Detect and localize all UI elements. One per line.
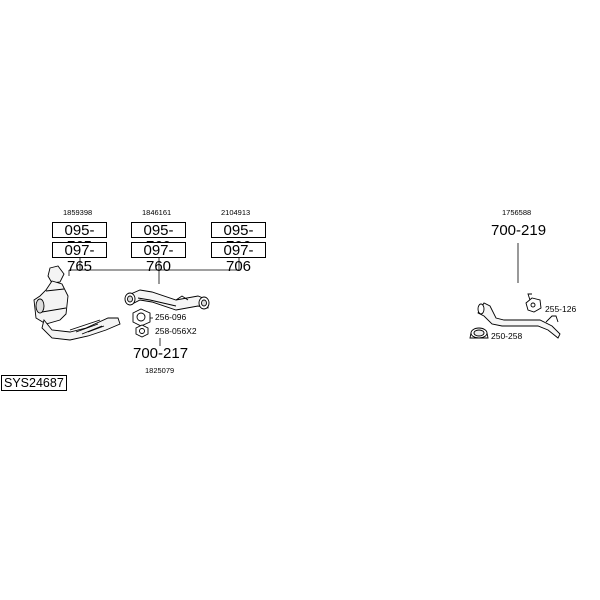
gasket-drawing [132, 308, 151, 327]
front-pipe-part-label[interactable]: 700-217 [133, 345, 189, 362]
group-code-2: 1846161 [142, 208, 172, 217]
nut-drawing [135, 324, 149, 338]
gasket-part-label[interactable]: 256-096 [155, 312, 187, 322]
group-code-1: 1859398 [63, 208, 93, 217]
rear-pipe-code: 1756588 [502, 208, 532, 217]
leader-lines [68, 243, 519, 346]
catalytic-converter-drawing [33, 265, 121, 341]
clamp-drawing [469, 327, 489, 339]
hanger-drawing [525, 293, 542, 313]
part-number-box[interactable]: 095-706 [211, 222, 266, 255]
part-number-box[interactable]: 095-760 [131, 222, 186, 255]
group-code-3: 2104913 [221, 208, 251, 217]
rear-pipe-part-label[interactable]: 700-219 [491, 222, 547, 239]
part-number-box[interactable]: 097-765 [52, 242, 107, 275]
system-id-label: SYS24687 [1, 375, 67, 391]
front-pipe-code: 1825079 [145, 366, 175, 375]
front-pipe-drawing [124, 289, 210, 311]
clamp-part-label[interactable]: 250-258 [491, 331, 523, 341]
hanger-part-label[interactable]: 255-126 [545, 304, 577, 314]
part-number-box[interactable]: 095-765 [52, 222, 107, 255]
part-number-box[interactable]: 097-760 [131, 242, 186, 275]
rear-pipe-drawing [477, 302, 561, 339]
nut-part-label[interactable]: 258-056X2 [155, 326, 197, 336]
part-number-box[interactable]: 097-706 [211, 242, 266, 275]
